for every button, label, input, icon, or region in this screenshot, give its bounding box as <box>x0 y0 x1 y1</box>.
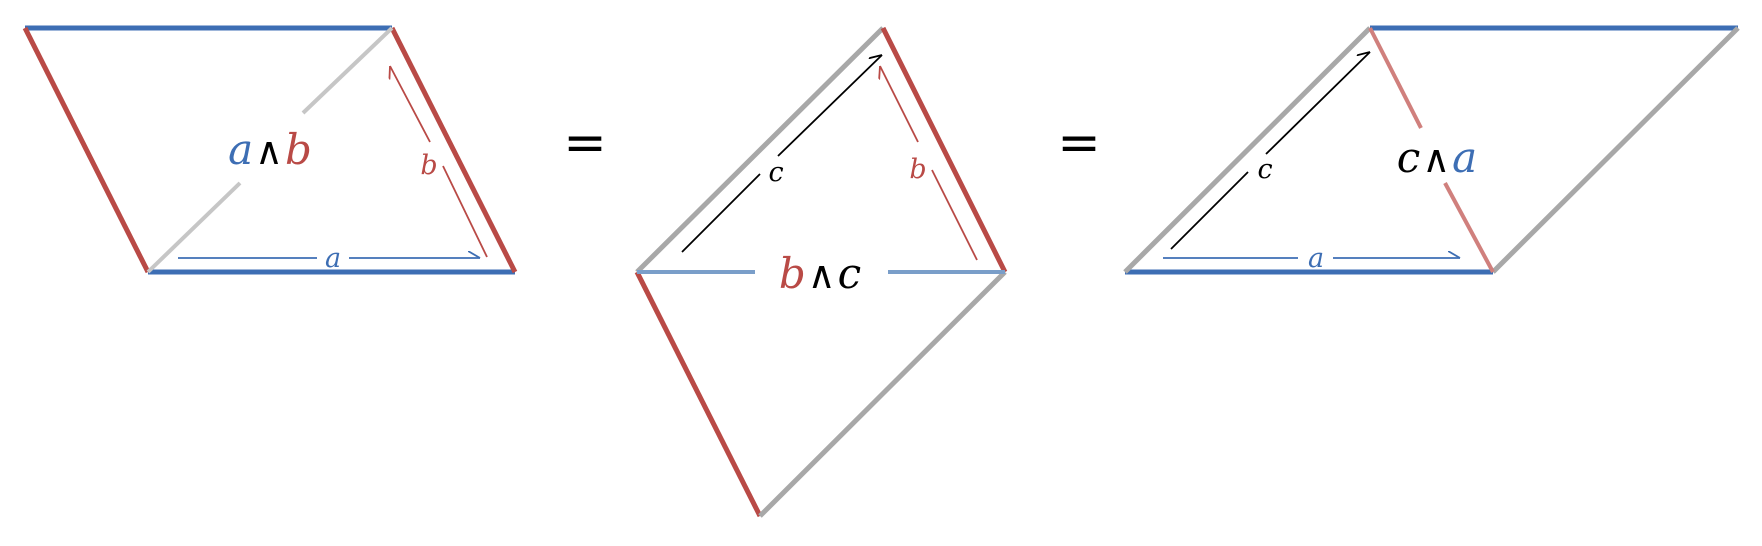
label-b: b <box>909 154 926 185</box>
diagonal-upper <box>301 26 394 115</box>
edge-right-b <box>389 26 518 274</box>
edge-left-b <box>22 26 151 274</box>
label-c: c <box>1257 154 1272 185</box>
label-a: a <box>1308 243 1324 274</box>
panel-b-wedge-c: c b b∧c <box>634 26 1008 518</box>
equals-sign-2: = <box>1057 113 1101 173</box>
edge-top-left-c <box>635 26 885 274</box>
label-b: b <box>420 150 437 181</box>
product-label: a∧b <box>228 125 312 174</box>
label-a: a <box>325 243 341 274</box>
product-right-factor: b <box>285 125 312 174</box>
label-c: c <box>768 157 783 188</box>
arrow-b-tail <box>442 165 488 258</box>
edge-left-c <box>1123 26 1372 274</box>
product-label: c∧a <box>1397 133 1477 182</box>
wedge-symbol: ∧ <box>808 253 836 297</box>
product-left-factor: c <box>1397 133 1421 182</box>
panel-c-wedge-a: c a c∧a <box>1123 25 1740 275</box>
diagonal-upper <box>1368 27 1423 129</box>
arrow-c-tail <box>681 173 761 253</box>
product-right-factor: a <box>1452 133 1477 182</box>
product-left-factor: a <box>228 125 253 174</box>
edge-bottom-right-c <box>758 270 1007 518</box>
arrow-c-tail <box>1170 171 1249 250</box>
diagonal-lower <box>146 181 242 274</box>
wedge-symbol: ∧ <box>255 129 283 173</box>
product-label: b∧c <box>779 249 861 298</box>
equals-sign-1: = <box>563 113 607 173</box>
arrow-b-tail <box>931 169 978 261</box>
panel-a-wedge-b: a b a∧b <box>22 25 518 275</box>
arrow-b-head <box>390 65 431 143</box>
edge-bottom-left-b <box>634 270 763 518</box>
edge-top-right-b <box>880 26 1008 274</box>
product-right-factor: c <box>838 249 862 298</box>
arrow-b-head <box>880 65 919 143</box>
wedge-symbol: ∧ <box>1422 137 1450 181</box>
diagonal-lower <box>1443 182 1495 273</box>
arrow-c-head <box>1265 52 1371 155</box>
edge-right-c <box>1491 26 1740 274</box>
arrow-c-head <box>777 55 883 157</box>
product-left-factor: b <box>779 249 806 298</box>
